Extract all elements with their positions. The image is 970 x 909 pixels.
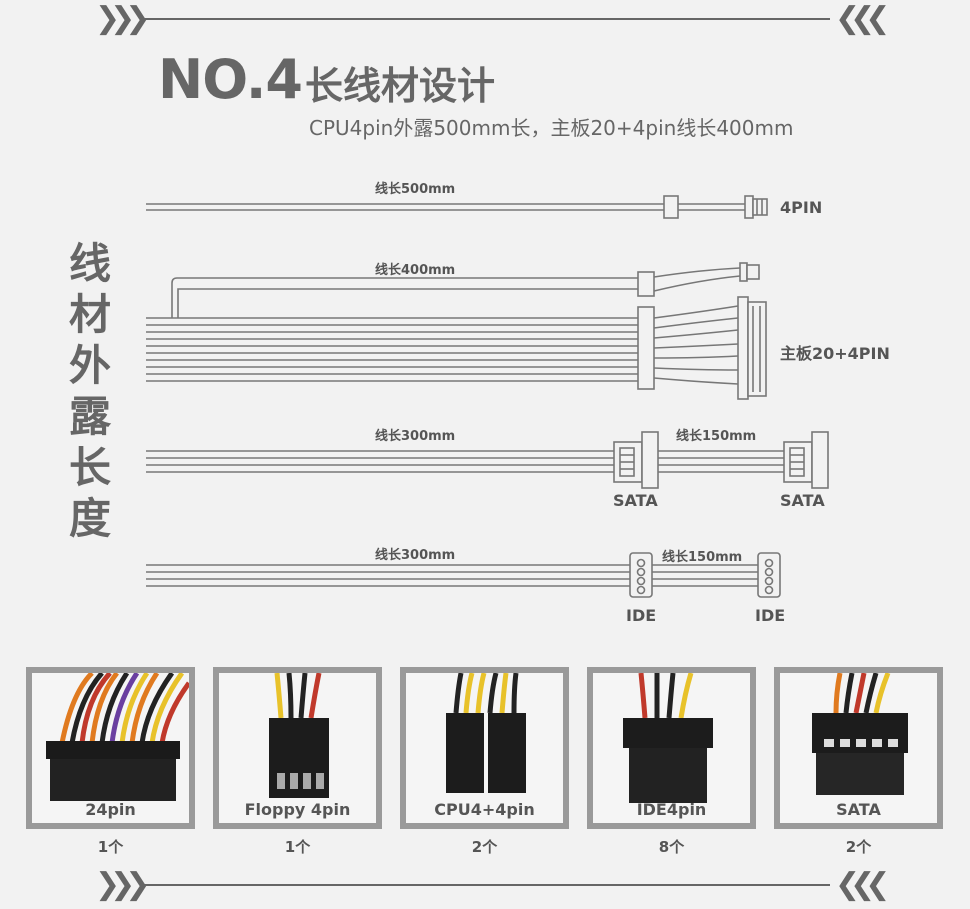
side-title: 线 材 外 露 长 度 [62,238,118,544]
side-title-char: 度 [68,494,111,543]
ide-cable [146,552,781,598]
side-title-char: 材 [68,290,111,339]
page-title: 长线材设计 [305,64,496,108]
side-title-char: 露 [68,392,111,441]
cable-4-length-2: 线长150mm [662,550,743,565]
sata-connector-icon [812,673,908,795]
bottom-divider [140,884,830,886]
sata-cable [146,431,829,489]
connector-count: 8个 [658,838,685,856]
cable-1-length: 线长500mm [375,182,456,197]
connector-count: 2个 [471,838,498,856]
floppy-connector-icon [269,673,329,798]
cable-4-connector-2: IDE [755,606,786,625]
cable-4-length: 线长300mm [375,548,456,563]
connector-name: 24pin [85,800,136,819]
bottom-right-chevron-icon: ❮❮❮ [835,867,891,902]
side-title-char: 长 [68,443,111,492]
connector-name: IDE4pin [636,800,707,819]
connector-name: SATA [836,800,881,819]
connector-card-24pin: 24pin [26,667,195,829]
top-divider [140,18,830,20]
connector-card-floppy: Floppy 4pin [213,667,382,829]
cable-2-length: 线长400mm [375,263,456,278]
page-subtitle: CPU4pin外露500mm长，主板20+4pin线长400mm [309,116,794,140]
connector-card-sata: SATA [774,667,943,829]
cable-3-connector-2: SATA [780,491,825,510]
cable-3-connector: SATA [613,491,658,510]
connector-card-cpu: CPU4+4pin [400,667,569,829]
cpu-connector-icon [446,673,526,793]
cable-3-length-2: 线长150mm [676,429,757,444]
side-title-char: 线 [68,239,111,288]
connector-name: Floppy 4pin [244,800,351,819]
cable-3-length: 线长300mm [375,429,456,444]
connector-card-ide: IDE4pin [587,667,756,829]
ide-connector-icon [623,673,713,803]
connector-count: 2个 [845,838,872,856]
24pin-connector-icon [46,673,189,801]
section-number: NO.4 [158,48,303,111]
cpu-4pin-cable [146,195,768,219]
motherboard-24pin-cable [146,262,767,400]
cable-4-connector: IDE [626,606,657,625]
cable-diagram [146,195,829,598]
cable-2-connector: 主板20+4PIN [780,344,890,363]
connector-name: CPU4+4pin [434,800,535,819]
side-title-char: 外 [68,341,111,390]
connector-count: 1个 [97,838,124,856]
bottom-left-chevron-icon: ❯❯❯ [95,867,151,902]
connector-count: 1个 [284,838,311,856]
cable-1-connector: 4PIN [780,198,823,217]
